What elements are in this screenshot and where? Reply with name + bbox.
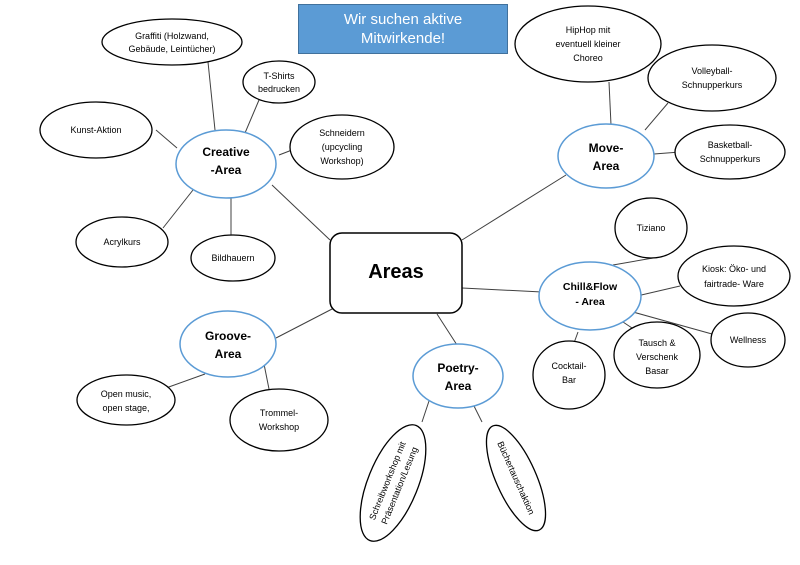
leaf-graffiti-line-1: Graffiti (Holzwand,: [135, 31, 209, 41]
poetry-area-label-2: Area: [445, 379, 472, 393]
leaf-kunst-line-1: Kunst-Aktion: [70, 125, 121, 135]
leaf-openmusic: Open music, open stage,: [76, 374, 176, 426]
call-for-participants-banner: Wir suchen aktive Mitwirkende!: [298, 4, 508, 54]
leaf-buechertausch: Büchertauschaktion: [485, 424, 547, 532]
groove-area-node: Groove- Area: [179, 310, 277, 378]
central-node-label: Areas: [368, 261, 424, 283]
chill-area-label-2: - Area: [575, 296, 605, 308]
banner-line-1: Wir suchen aktive: [343, 11, 463, 28]
leaf-cocktail: Cocktail- Bar: [532, 340, 606, 410]
leaf-kiosk-line-2: fairtrade- Ware: [704, 279, 764, 289]
leaf-basketball-line-1: Basketball-: [708, 140, 753, 150]
central-node: Areas: [329, 232, 463, 314]
leaf-tshirts: T-Shirts bedrucken: [242, 60, 316, 104]
leaf-cocktail-line-1: Cocktail-: [551, 361, 586, 371]
banner-line-2: Mitwirkende!: [360, 30, 446, 47]
chill-area-label-1: Chill&Flow: [563, 281, 618, 293]
creative-area-node: Creative -Area: [175, 129, 277, 199]
leaf-volleyball-line-1: Volleyball-: [691, 66, 732, 76]
leaf-acrylkurs-line-1: Acrylkurs: [103, 237, 141, 247]
leaf-tiziano-line-1: Tiziano: [637, 223, 666, 233]
leaf-bildhauern-line-1: Bildhauern: [211, 253, 254, 263]
leaf-hiphop: HipHop mit eventuell kleiner Choreo: [514, 5, 662, 83]
leaf-wellness-line-1: Wellness: [730, 335, 767, 345]
leaf-tshirts-line-2: bedrucken: [258, 84, 300, 94]
leaf-hiphop-line-2: eventuell kleiner: [555, 39, 620, 49]
move-area-label-2: Area: [593, 159, 620, 173]
leaf-cocktail-line-2: Bar: [562, 375, 576, 385]
leaf-tausch-line-1: Tausch &: [638, 338, 675, 348]
leaf-tausch-line-2: Verschenk: [636, 352, 679, 362]
creative-area-label-1: Creative: [202, 145, 250, 159]
leaf-trommel-line-1: Trommel-: [260, 408, 298, 418]
connector-lines: [155, 61, 713, 423]
leaf-graffiti: Graffiti (Holzwand, Gebäude, Leintücher): [101, 18, 243, 66]
chill-area-node: Chill&Flow - Area: [538, 261, 642, 331]
leaf-tausch: Tausch & Verschenk Basar: [613, 321, 701, 389]
leaf-kiosk-line-1: Kiosk: Öko- und: [702, 264, 766, 274]
leaf-basketball-line-2: Schnupperkurs: [700, 154, 761, 164]
groove-area-label-2: Area: [215, 347, 242, 361]
leaf-tiziano: Tiziano: [614, 197, 688, 259]
leaf-schneidern-line-3: Workshop): [320, 156, 363, 166]
leaf-hiphop-line-3: Choreo: [573, 53, 603, 63]
poetry-area-node: Poetry- Area: [412, 343, 504, 409]
leaf-schneidern-line-1: Schneidern: [319, 128, 365, 138]
leaf-graffiti-line-2: Gebäude, Leintücher): [128, 44, 215, 54]
leaf-hiphop-line-1: HipHop mit: [566, 25, 611, 35]
leaf-openmusic-line-1: Open music,: [101, 389, 152, 399]
leaf-wellness: Wellness: [710, 312, 786, 368]
poetry-area-label-1: Poetry-: [437, 361, 478, 375]
creative-area-label-2: -Area: [211, 163, 242, 177]
leaf-tshirts-line-1: T-Shirts: [263, 71, 295, 81]
move-area-node: Move- Area: [557, 123, 655, 189]
leaf-bildhauern: Bildhauern: [190, 234, 276, 282]
leaf-openmusic-line-2: open stage,: [102, 403, 149, 413]
leaf-volleyball: Volleyball- Schnupperkurs: [647, 44, 777, 112]
leaf-trommel: Trommel- Workshop: [229, 388, 329, 452]
move-area-label-1: Move-: [589, 141, 624, 155]
leaf-kiosk: Kiosk: Öko- und fairtrade- Ware: [677, 245, 791, 307]
leaf-schneidern: Schneidern (upcycling Workshop): [289, 114, 395, 180]
leaf-volleyball-line-2: Schnupperkurs: [682, 80, 743, 90]
leaf-tausch-line-3: Basar: [645, 366, 669, 376]
leaf-basketball: Basketball- Schnupperkurs: [674, 124, 786, 180]
leaf-trommel-line-2: Workshop: [259, 422, 299, 432]
leaf-kunst: Kunst-Aktion: [39, 101, 153, 159]
leaf-acrylkurs: Acrylkurs: [75, 216, 169, 268]
groove-area-label-1: Groove-: [205, 329, 251, 343]
leaf-schneidern-line-2: (upcycling: [322, 142, 363, 152]
leaf-schreibworkshop: Schreibworkshop mit Präsentation/Lesung: [359, 424, 427, 542]
